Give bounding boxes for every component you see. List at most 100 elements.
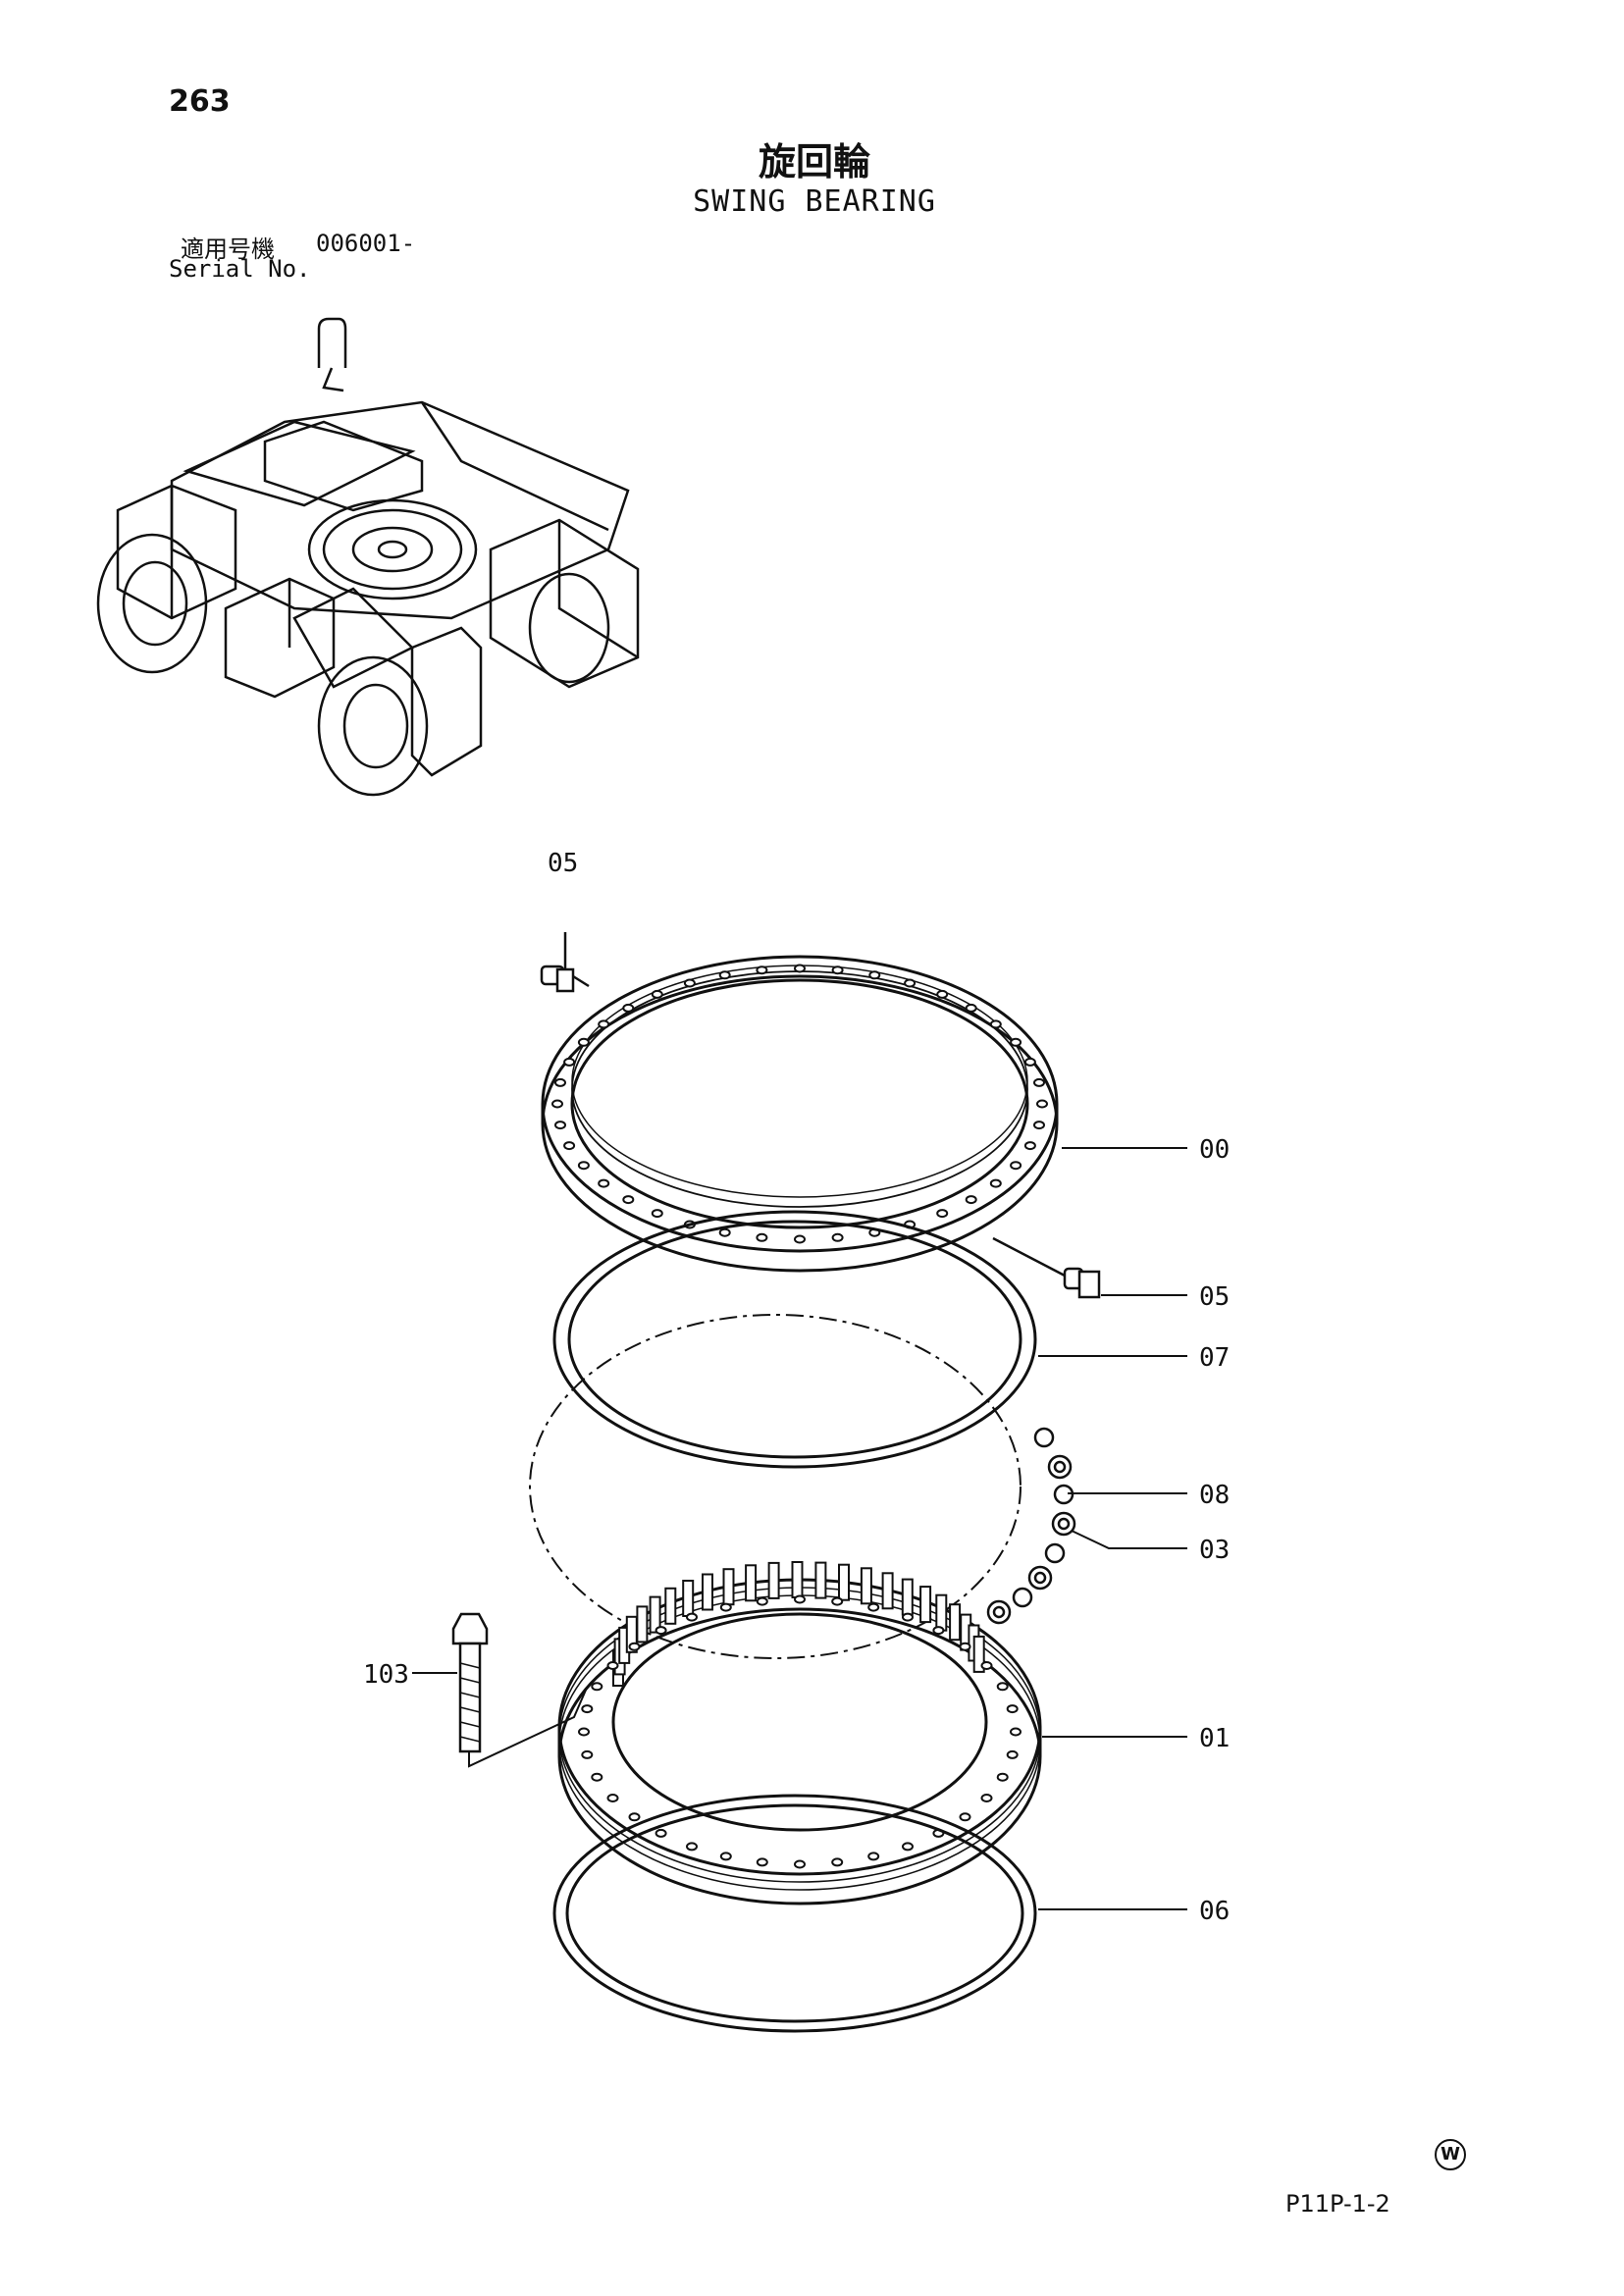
bolt-hole xyxy=(1010,1727,1022,1737)
callout-01: 01 xyxy=(1199,1724,1230,1753)
gear-tooth xyxy=(664,1587,677,1625)
machine-overview-illustration xyxy=(96,317,640,797)
bolt-hole xyxy=(581,1749,594,1759)
gear-tooth xyxy=(881,1572,894,1610)
bolt-hole xyxy=(965,1195,977,1205)
bolt-hole xyxy=(794,964,806,973)
bolt-hole xyxy=(577,1037,590,1047)
ball-race-path xyxy=(529,1314,1022,1659)
gear-tooth xyxy=(919,1586,932,1624)
page-title: SWING BEARING xyxy=(693,184,936,219)
callout-103: 103 xyxy=(363,1660,409,1690)
bolt-hole xyxy=(904,978,917,988)
bolt-hole xyxy=(902,1612,914,1622)
bolt-hole xyxy=(1006,1749,1019,1759)
bolt-hole xyxy=(719,1852,732,1861)
upper-seal-ring xyxy=(552,1210,1037,1469)
bolt-hole xyxy=(1036,1099,1048,1109)
grease-fitting-right xyxy=(992,1236,1101,1299)
gear-tooth xyxy=(949,1603,962,1642)
bolt-hole xyxy=(959,1812,971,1822)
gear-tooth xyxy=(901,1578,914,1616)
bolt-hole xyxy=(622,1003,635,1013)
page-code: P11P-1-2 xyxy=(1285,2190,1390,2218)
w-mark-symbol: W xyxy=(1435,2139,1466,2170)
grease-fitting-top xyxy=(540,932,590,993)
bolt-hole xyxy=(581,1704,594,1714)
gear-tooth xyxy=(722,1568,735,1606)
bolt-hole xyxy=(563,1057,576,1067)
bolt-hole xyxy=(794,1594,806,1604)
bolt-hole xyxy=(831,1596,844,1606)
gear-tooth xyxy=(791,1561,804,1598)
bolt-hole xyxy=(622,1195,635,1205)
gear-tooth xyxy=(636,1605,649,1644)
bolt-hole xyxy=(651,989,663,999)
gear-tooth xyxy=(745,1564,758,1602)
callout-05-right: 05 xyxy=(1199,1282,1230,1312)
bolt-hole xyxy=(831,1232,844,1242)
bolt-hole xyxy=(719,1602,732,1612)
bolt-hole xyxy=(655,1626,667,1636)
bolt-hole xyxy=(686,1842,698,1852)
bolt-hole xyxy=(628,1812,641,1822)
bolt-hole xyxy=(655,1828,667,1838)
bolt-hole xyxy=(598,1019,610,1029)
bolt-hole xyxy=(996,1772,1009,1782)
callout-05-top: 05 xyxy=(548,849,578,878)
gear-tooth xyxy=(682,1580,695,1617)
gear-tooth xyxy=(935,1593,948,1632)
page-title-japanese: 旋回輪 xyxy=(758,140,870,183)
bolt-hole xyxy=(980,1661,993,1670)
bolt-hole xyxy=(591,1772,603,1782)
bolt-hole xyxy=(628,1642,641,1651)
bolt-hole xyxy=(980,1794,993,1802)
gear-tooth xyxy=(860,1567,872,1605)
lower-seal-ring xyxy=(552,1794,1037,2033)
bolt-hole xyxy=(794,1859,806,1869)
bolt-hole xyxy=(606,1794,619,1802)
gear-tooth xyxy=(767,1561,780,1599)
bolt-hole xyxy=(989,1178,1002,1188)
bolt-hole xyxy=(683,978,696,988)
bolt-hole xyxy=(554,1121,566,1130)
bolt-hole xyxy=(936,989,949,999)
bolt-hole xyxy=(831,1857,844,1867)
bolt-hole xyxy=(831,965,844,975)
bolt-hole xyxy=(578,1727,590,1737)
bolt-hole xyxy=(902,1842,914,1852)
callout-03: 03 xyxy=(1199,1536,1230,1565)
bolt-hole xyxy=(756,1232,768,1242)
page-number: 263 xyxy=(169,84,231,119)
bolt-hole xyxy=(1023,1057,1036,1067)
bolt-hole xyxy=(718,970,731,980)
gear-tooth xyxy=(702,1573,713,1611)
bolt-hole xyxy=(554,1077,566,1087)
bolt-hole xyxy=(598,1178,610,1188)
serial-label-japanese: 適用号機 xyxy=(181,235,275,263)
mounting-bolt xyxy=(451,1612,588,1768)
bolt-hole xyxy=(591,1682,603,1692)
bolt-hole xyxy=(1010,1161,1022,1171)
callout-08: 08 xyxy=(1199,1481,1230,1510)
gear-tooth xyxy=(972,1635,985,1673)
gear-tooth xyxy=(649,1595,661,1634)
bolt-hole xyxy=(996,1682,1009,1692)
gear-tooth xyxy=(838,1563,850,1601)
bolt-hole xyxy=(936,1209,949,1219)
bolt-hole xyxy=(1033,1077,1045,1087)
bolt-hole xyxy=(756,1596,768,1606)
bolt-hole xyxy=(989,1019,1002,1029)
bolt-hole xyxy=(794,1234,806,1244)
bolt-hole xyxy=(756,965,768,975)
bolt-hole xyxy=(551,1099,563,1109)
inner-ring-bolt-holes xyxy=(578,1594,1022,1869)
serial-number-value: 006001- xyxy=(316,230,416,257)
bolt-hole xyxy=(965,1003,977,1013)
bolt-hole xyxy=(932,1626,945,1636)
bolt-hole xyxy=(563,1141,576,1151)
callout-07: 07 xyxy=(1199,1343,1230,1373)
bolt-hole xyxy=(868,970,881,980)
bolt-hole xyxy=(606,1661,619,1670)
